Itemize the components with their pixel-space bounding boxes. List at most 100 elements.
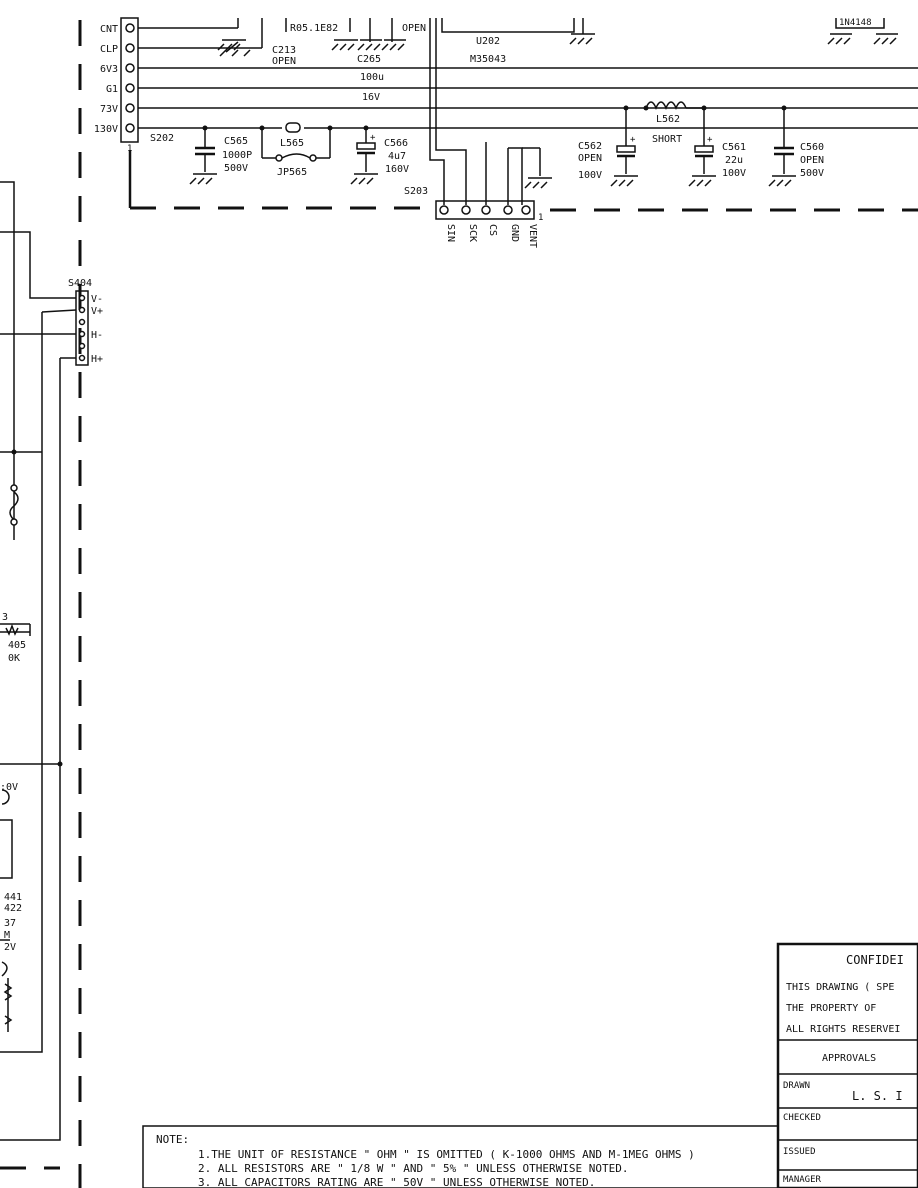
frag-4: :0V <box>0 782 18 793</box>
s202-label-cnt: CNT <box>100 24 118 35</box>
note-1: 1.THE UNIT OF RESISTANCE " OHM " IS OMIT… <box>198 1148 695 1161</box>
u202-part: M35043 <box>470 54 506 65</box>
l562-ref: L562 <box>656 114 680 125</box>
s202-label-6v3: 6V3 <box>100 64 118 75</box>
s202-ref: S202 <box>150 133 174 144</box>
c562-plus: + <box>630 135 636 145</box>
s203-pin-sin <box>439 205 449 215</box>
tb-confidential: CONFIDEI <box>846 953 904 967</box>
c566-v1: 4u7 <box>388 151 406 162</box>
l562-v1: SHORT <box>652 134 682 145</box>
s202-pin-cnt <box>125 23 135 33</box>
connector-s202: CNT CLP 6V3 G1 73V 130V 1 S202 <box>94 17 174 154</box>
c566-v2: 160V <box>385 164 409 175</box>
inductor-l565: L565 JP565 <box>259 122 333 178</box>
note-3: 3. ALL CAPACITORS RATING ARE " 50V " UNL… <box>198 1176 595 1188</box>
left-wires: 3 405 0K :0V 441 422 37 M 2V <box>0 181 77 1141</box>
capacitor-c562: + C562 OPEN 100V <box>578 105 638 187</box>
connector-s404: S404 V- V+ H- H+ <box>68 278 103 366</box>
c565-v2: 500V <box>224 163 248 174</box>
tb-line2: THE PROPERTY OF <box>786 1003 876 1014</box>
frag-9: 2V <box>4 942 16 953</box>
s404-label-vplus: V+ <box>91 306 103 317</box>
capacitor-c561: + C561 22u 100V <box>688 108 746 187</box>
frag-3: 0K <box>8 653 20 664</box>
s202-pin-clp <box>125 43 135 53</box>
s202-label-130v: 130V <box>94 124 118 135</box>
s202-pin-g1 <box>125 83 135 93</box>
c560-v1: OPEN <box>800 155 824 166</box>
s203-label-gnd: GND <box>509 224 520 242</box>
s202-pin-130v <box>125 123 135 133</box>
r05-label: R05.1E82 <box>290 23 338 34</box>
title-block: CONFIDEI THIS DRAWING ( SPE THE PROPERTY… <box>776 942 918 1188</box>
s203-pin-gnd <box>503 205 513 215</box>
diode-label: 1N4148 <box>839 18 872 28</box>
s202-body <box>120 17 139 143</box>
tb-line3: ALL RIGHTS RESERVEI <box>786 1024 900 1035</box>
s404-label-hplus: H+ <box>91 354 103 365</box>
s404-label-hminus: H- <box>91 330 103 341</box>
s203-ref: S203 <box>404 186 428 197</box>
tb-drawn: DRAWN <box>783 1081 810 1091</box>
s202-pin1-label: 1 <box>127 144 132 154</box>
s203-pin-cs <box>481 205 491 215</box>
s202-label-clp: CLP <box>100 44 118 55</box>
c565-ref: C565 <box>224 136 248 147</box>
c265-val2: 16V <box>362 92 380 103</box>
c561-ref: C561 <box>722 142 746 153</box>
l565-ref: L565 <box>280 138 304 149</box>
c561-plus: + <box>707 135 713 145</box>
c560-ref: C560 <box>800 142 824 153</box>
s202-pin-6v3 <box>125 63 135 73</box>
c561-v2: 100V <box>722 168 746 179</box>
frag-7: 37 <box>4 918 16 929</box>
top-partial-components: R05.1E82 OPEN C213 OPEN C265 100u 16V U2… <box>217 18 898 103</box>
board-outline <box>0 20 918 1188</box>
s203-label-sck: SCK <box>467 224 478 242</box>
tb-drawn-by: L. S. I <box>852 1089 903 1103</box>
s202-pin-73v <box>125 103 135 113</box>
c562-ref: C562 <box>578 141 602 152</box>
capacitor-c566: + C566 4u7 160V <box>350 125 409 185</box>
tb-manager: MANAGER <box>783 1175 822 1185</box>
s203-pin1-label: 1 <box>538 213 543 223</box>
c566-ref: C566 <box>384 138 408 149</box>
jp565-ref: JP565 <box>277 167 307 178</box>
c213-val: OPEN <box>272 56 296 67</box>
tb-issued: ISSUED <box>783 1147 816 1157</box>
c562-v1: OPEN <box>578 153 602 164</box>
c566-plus: + <box>370 133 376 143</box>
c561-v1: 22u <box>725 155 743 166</box>
s404-ref: S404 <box>68 278 92 289</box>
s203-label-vent: VENT <box>527 224 538 248</box>
connector-s203: S203 1 SIN SCK CS GND VENT <box>404 186 543 248</box>
tb-line1: THIS DRAWING ( SPE <box>786 982 894 993</box>
frag-6: 422 <box>4 903 22 914</box>
c213-label: C213 <box>272 45 296 56</box>
s203-feed-wires <box>429 18 552 205</box>
s203-pin-sck <box>461 205 471 215</box>
frag-8: M <box>4 930 10 941</box>
tb-checked: CHECKED <box>783 1113 821 1123</box>
frag-1: 3 <box>2 612 8 623</box>
open-a-label: OPEN <box>402 23 426 34</box>
s404-label-vminus: V- <box>91 294 103 305</box>
capacitor-c560: C560 OPEN 500V <box>768 105 824 187</box>
inductor-l562: L562 SHORT <box>643 101 707 145</box>
tb-approvals: APPROVALS <box>822 1053 876 1064</box>
notes-label: NOTE: <box>156 1133 189 1146</box>
u202-label: U202 <box>476 36 500 47</box>
c560-v2: 500V <box>800 168 824 179</box>
s203-label-cs: CS <box>487 224 498 236</box>
c265-val1: 100u <box>360 72 384 83</box>
s202-label-g1: G1 <box>106 84 118 95</box>
bus-lines <box>138 18 918 129</box>
s202-label-73v: 73V <box>100 104 118 115</box>
notes-box: NOTE: 1.THE UNIT OF RESISTANCE " OHM " I… <box>142 1125 779 1188</box>
frag-2: 405 <box>8 640 26 651</box>
s203-pin-vent <box>521 205 531 215</box>
note-2: 2. ALL RESISTORS ARE " 1/8 W " AND " 5% … <box>198 1162 628 1175</box>
s203-label-sin: SIN <box>445 224 456 242</box>
